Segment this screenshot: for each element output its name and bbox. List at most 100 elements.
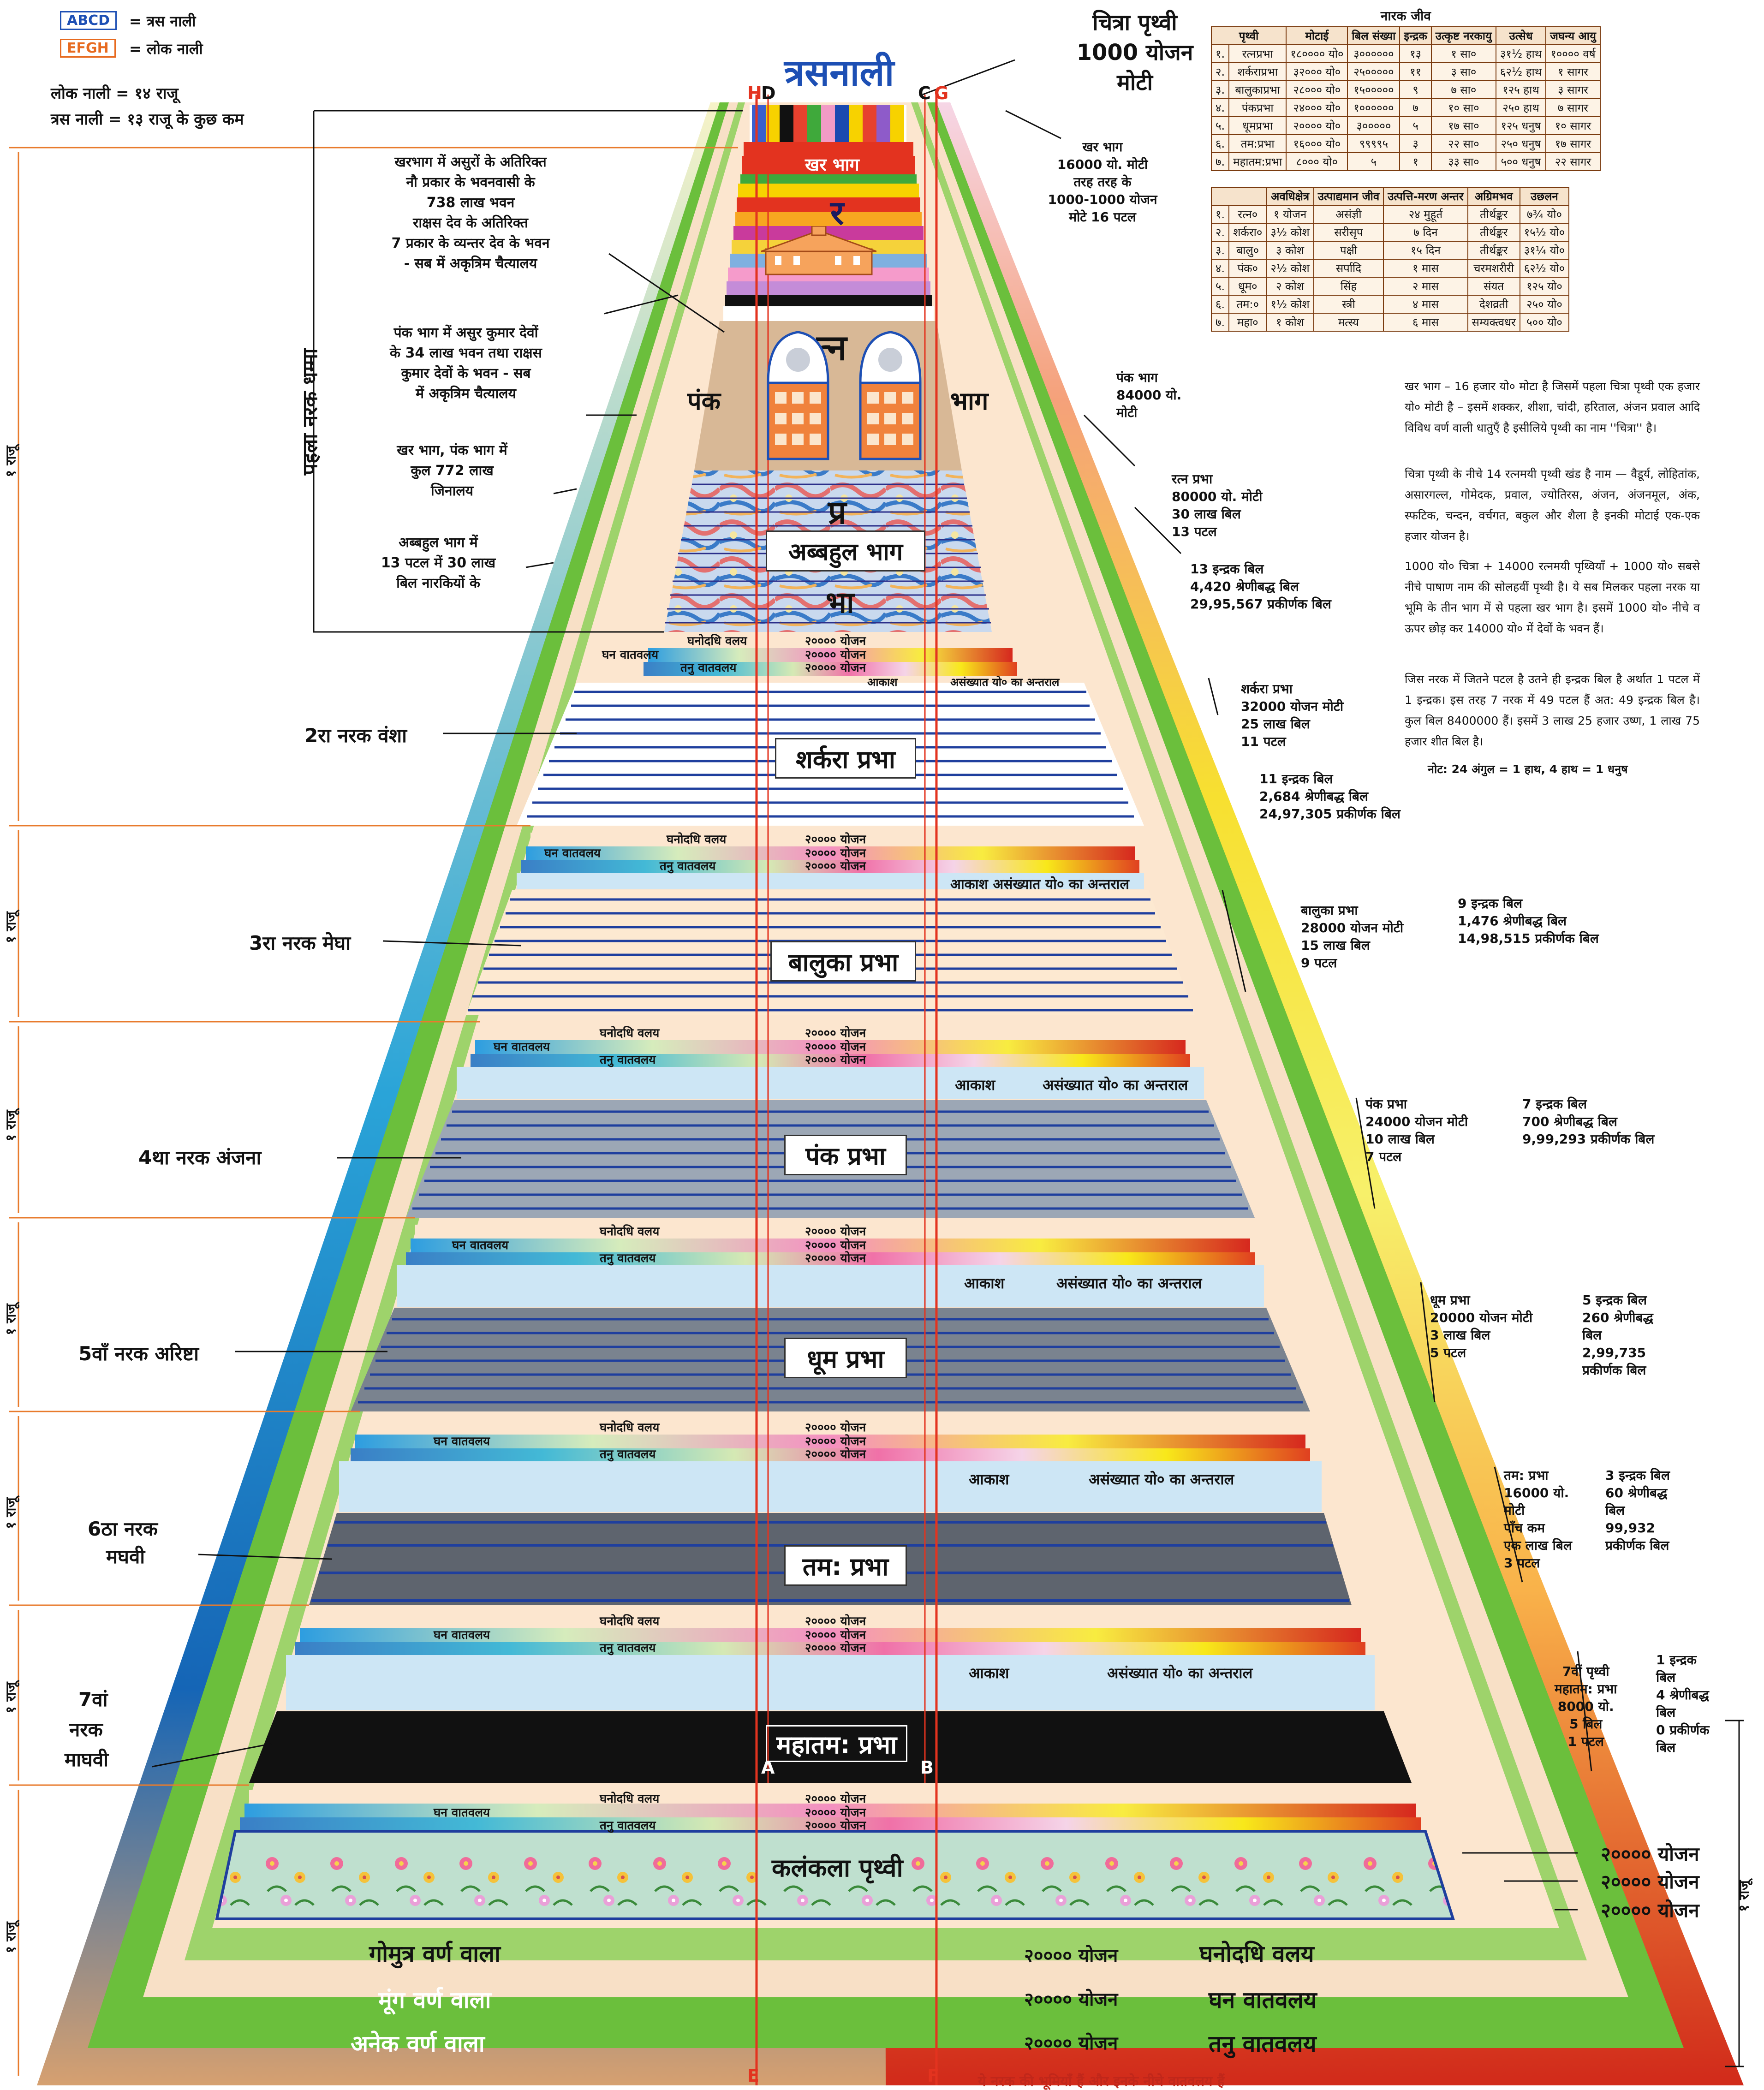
note-line: मोटे 16 पटल: [1069, 209, 1136, 225]
table-cell: १५०००००: [1347, 80, 1400, 99]
table-cell: संयत: [1467, 277, 1520, 296]
legend-efgh-text: = लोक नाली: [129, 40, 203, 58]
note-line: 4 श्रेणीबद्ध: [1656, 1687, 1709, 1703]
note-line: प्रकीर्णक बिल: [1582, 1363, 1646, 1378]
table-cell: शर्करा०: [1228, 223, 1267, 242]
first-hell-bracket: [313, 110, 743, 633]
table-cell: ५०० यो०: [1519, 313, 1570, 332]
note-line: 24000 योजन मोटी: [1365, 1114, 1468, 1129]
table-cell: ३ कोश: [1266, 241, 1314, 260]
note-line: में अकृत्रिम चैत्यालय: [416, 386, 516, 402]
table-cell: १ सागर: [1545, 62, 1601, 81]
paragraph-1: खर भाग – 16 हजार यो० मोटा है जिसमें पहला…: [1405, 380, 1700, 435]
paragraph-3: 1000 यो० चित्रा + 14000 रत्नमयी पृथ्विया…: [1405, 560, 1700, 635]
table-cell: धूम०: [1228, 277, 1267, 296]
vat-strip-2: [517, 833, 1144, 889]
note-line: बिल: [1656, 1740, 1676, 1755]
yojan-label: २०००० योजन: [805, 1435, 866, 1448]
ghan-vatavalay-label: घन वातवलय: [434, 1435, 490, 1448]
table-header: पृथ्वी: [1210, 26, 1287, 45]
note-line: बिल: [1656, 1670, 1676, 1685]
ghan-vatavalay-label: घन वातवलय: [494, 1040, 550, 1054]
bottom-tanu: तनु वातवलय: [1209, 2030, 1317, 2057]
corner-c: C: [918, 83, 931, 103]
note-line: 2,684 श्रेणीबद्ध बिल: [1259, 789, 1368, 804]
note-line: 14,98,515 प्रकीर्णक बिल: [1458, 931, 1599, 946]
table1-title: नारक जीव: [1380, 8, 1431, 24]
pank-label: पंक: [687, 387, 721, 416]
table-header: उत्पाद्यमान जीव: [1313, 187, 1384, 206]
table-cell: ३३ सा०: [1430, 152, 1496, 171]
note-line: 9,99,293 प्रकीर्णक बिल: [1522, 1131, 1655, 1147]
vat-strip-1: [644, 634, 1017, 676]
tras-naali-note: त्रस नाली = १३ राजू के कुछ कम: [51, 110, 244, 129]
vat-strip-7: [240, 1790, 1421, 1830]
hell-6-label-a: 6ठा नरक: [88, 1518, 158, 1540]
note-line: 5 पटल: [1430, 1345, 1466, 1360]
yojan-label: २०००० योजन: [805, 1239, 866, 1252]
table-cell: ६.: [1210, 295, 1230, 314]
note-line: बिल: [1605, 1503, 1625, 1518]
ratna-pra: प्र: [828, 494, 846, 531]
note-line: महातम: प्रभा: [1555, 1681, 1617, 1697]
table-cell: १०००० वर्ष: [1545, 44, 1601, 63]
anek-label: अनेक वर्ण वाला: [351, 2030, 485, 2057]
note-line: 13 इन्द्रक बिल: [1190, 561, 1264, 577]
table-cell: ३.: [1210, 241, 1230, 260]
note-line: 8000 यो.: [1557, 1699, 1614, 1714]
table-cell: धूमप्रभा: [1228, 116, 1287, 135]
note-line: 3 इन्द्रक बिल: [1605, 1468, 1670, 1483]
yojan-label: २०००० योजन: [805, 1040, 866, 1054]
note-line: 30 लाख बिल: [1172, 506, 1241, 522]
ratna-ra: र: [830, 193, 844, 232]
table-cell: ९९९९५: [1347, 134, 1400, 153]
table-header: मोटाई: [1286, 26, 1348, 45]
tanu-vatavalay-label: तनु वातवलय: [600, 1251, 656, 1265]
table-cell: १२५ यो०: [1519, 277, 1570, 296]
hell-2-label: 2रा नरक वंशा: [304, 724, 407, 747]
ghan-vatavalay-label: घन वातवलय: [602, 648, 659, 662]
table-cell: तीर्थङ्कर: [1467, 205, 1520, 224]
note-line: 5 इन्द्रक बिल: [1582, 1292, 1647, 1308]
ghanodadhi-label: घनोदधि वलय: [600, 1225, 660, 1239]
table-cell: ५.: [1210, 277, 1230, 296]
table-cell: १००००००: [1347, 98, 1400, 117]
tam-label: तम: प्रभा: [784, 1545, 907, 1586]
abbahul-label: अब्बहुल भाग: [766, 530, 925, 572]
legend-abcd-key: ABCD: [60, 11, 117, 30]
first-hell-vertical: पहला नरक धम्मा: [298, 348, 322, 475]
note-line: बिल: [1582, 1328, 1602, 1343]
note-line: तम: प्रभा: [1504, 1468, 1549, 1483]
table-header: उछलन: [1519, 187, 1570, 206]
note-line: 1000-1000 योजन: [1048, 192, 1157, 207]
table-cell: ७ सा०: [1430, 80, 1496, 99]
moong-label: मूंग वर्ण वाला: [378, 1987, 491, 2013]
note-line: 11 इन्द्रक बिल: [1259, 771, 1333, 786]
akash-antaral-label: आकाश असंख्यात यो० का अन्तराल: [950, 876, 1129, 893]
table-cell: सरीसृप: [1313, 223, 1384, 242]
table-cell: १ सा०: [1430, 44, 1496, 63]
yojan-label: २०००० योजन: [805, 661, 866, 675]
table-cell: मत्स्य: [1313, 313, 1384, 332]
akash-label: आकाश: [867, 676, 898, 689]
table-cell: ३१½ हाथ: [1495, 44, 1547, 63]
akash-label: आकाश: [969, 1471, 1009, 1488]
note-line: 9 पटल: [1301, 955, 1337, 971]
table-cell: २०००० यो०: [1286, 116, 1348, 135]
vat-strip-6: [286, 1614, 1375, 1710]
note-line: 29,95,567 प्रकीर्णक बिल: [1190, 596, 1331, 612]
note-line: 28000 योजन मोटी: [1301, 920, 1404, 935]
lok-naali-note: लोक नाली = १४ राजू: [51, 84, 179, 103]
note-line: 11 पटल: [1241, 734, 1286, 749]
raju-guides: [9, 147, 738, 1786]
table-cell: ११: [1399, 62, 1432, 81]
